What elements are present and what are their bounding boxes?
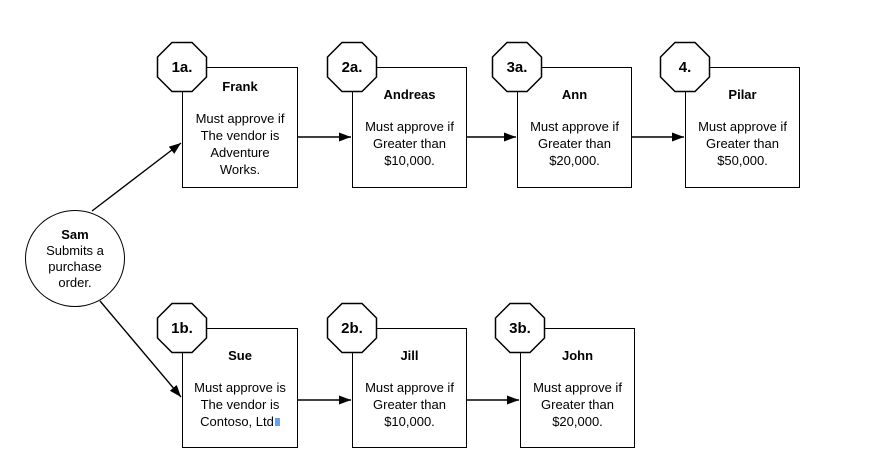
- approval-rule: Must approve if Greater than $20,000.: [530, 119, 619, 168]
- step-badge-label: 2b.: [341, 319, 363, 337]
- approver-name: Sue: [228, 347, 252, 363]
- approver-node-1b[interactable]: 1b. Sue Must approve is The vendor is Co…: [156, 302, 298, 448]
- step-badge-2b: 2b.: [326, 302, 378, 354]
- approver-node-1a[interactable]: 1a. Frank Must approve if The vendor is …: [156, 41, 298, 188]
- step-badge-label: 3a.: [506, 58, 528, 76]
- octagon-icon: [326, 41, 378, 93]
- step-badge-1a: 1a.: [156, 41, 208, 93]
- approval-rule: Must approve if Greater than $50,000.: [698, 119, 787, 168]
- start-node-line: order.: [58, 274, 92, 290]
- octagon-icon: [156, 302, 208, 354]
- approver-node-3a[interactable]: 3a. Ann Must approve if Greater than $20…: [491, 41, 632, 188]
- octagon-icon: [156, 41, 208, 93]
- approver-node-3b[interactable]: 3b. John Must approve if Greater than $2…: [494, 302, 635, 448]
- step-badge-label: 4.: [678, 58, 692, 76]
- octagon-icon: [326, 302, 378, 354]
- approver-node-2a[interactable]: 2a. Andreas Must approve if Greater than…: [326, 41, 467, 188]
- approver-node-4[interactable]: 4. Pilar Must approve if Greater than $5…: [659, 41, 800, 188]
- step-badge-label: 2a.: [341, 58, 363, 76]
- step-badge-3a: 3a.: [491, 41, 543, 93]
- start-node-sam[interactable]: Sam Submits a purchase order.: [25, 210, 125, 307]
- step-badge-2a: 2a.: [326, 41, 378, 93]
- step-badge-label: 3b.: [509, 319, 531, 337]
- step-badge-4: 4.: [659, 41, 711, 93]
- connector-sam-to-1a[interactable]: [91, 142, 182, 212]
- approver-node-2b[interactable]: 2b. Jill Must approve if Greater than $1…: [326, 302, 467, 448]
- approval-rule: Must approve if Greater than $10,000.: [365, 379, 454, 429]
- approver-name: Pilar: [728, 87, 757, 102]
- step-badge-1b: 1b.: [156, 302, 208, 354]
- approver-name: John: [561, 347, 594, 363]
- approver-name: Frank: [222, 78, 258, 94]
- octagon-icon: [659, 41, 711, 93]
- octagon-icon: [491, 41, 543, 93]
- approver-name: Ann: [561, 87, 588, 102]
- approval-rule: Must approve if The vendor is Adventure …: [195, 110, 285, 177]
- start-node-line: purchase: [48, 258, 102, 274]
- step-badge-3b: 3b.: [494, 302, 546, 354]
- start-node-line: Submits a: [46, 242, 104, 258]
- approval-rule: Must approve if Greater than $20,000.: [533, 379, 622, 429]
- octagon-icon: [494, 302, 546, 354]
- connector-sam-to-1b[interactable]: [99, 300, 182, 398]
- step-badge-label: 1b.: [171, 319, 193, 337]
- start-node-name: Sam: [61, 226, 89, 242]
- text-cursor[interactable]: [274, 417, 280, 426]
- approver-name: Jill: [400, 347, 419, 363]
- approval-rule: Must approve if Greater than $10,000.: [365, 119, 454, 168]
- approver-name: Andreas: [383, 87, 436, 102]
- step-badge-label: 1a.: [171, 58, 193, 76]
- approval-rule: Must approve is The vendor is Contoso, L…: [194, 379, 286, 429]
